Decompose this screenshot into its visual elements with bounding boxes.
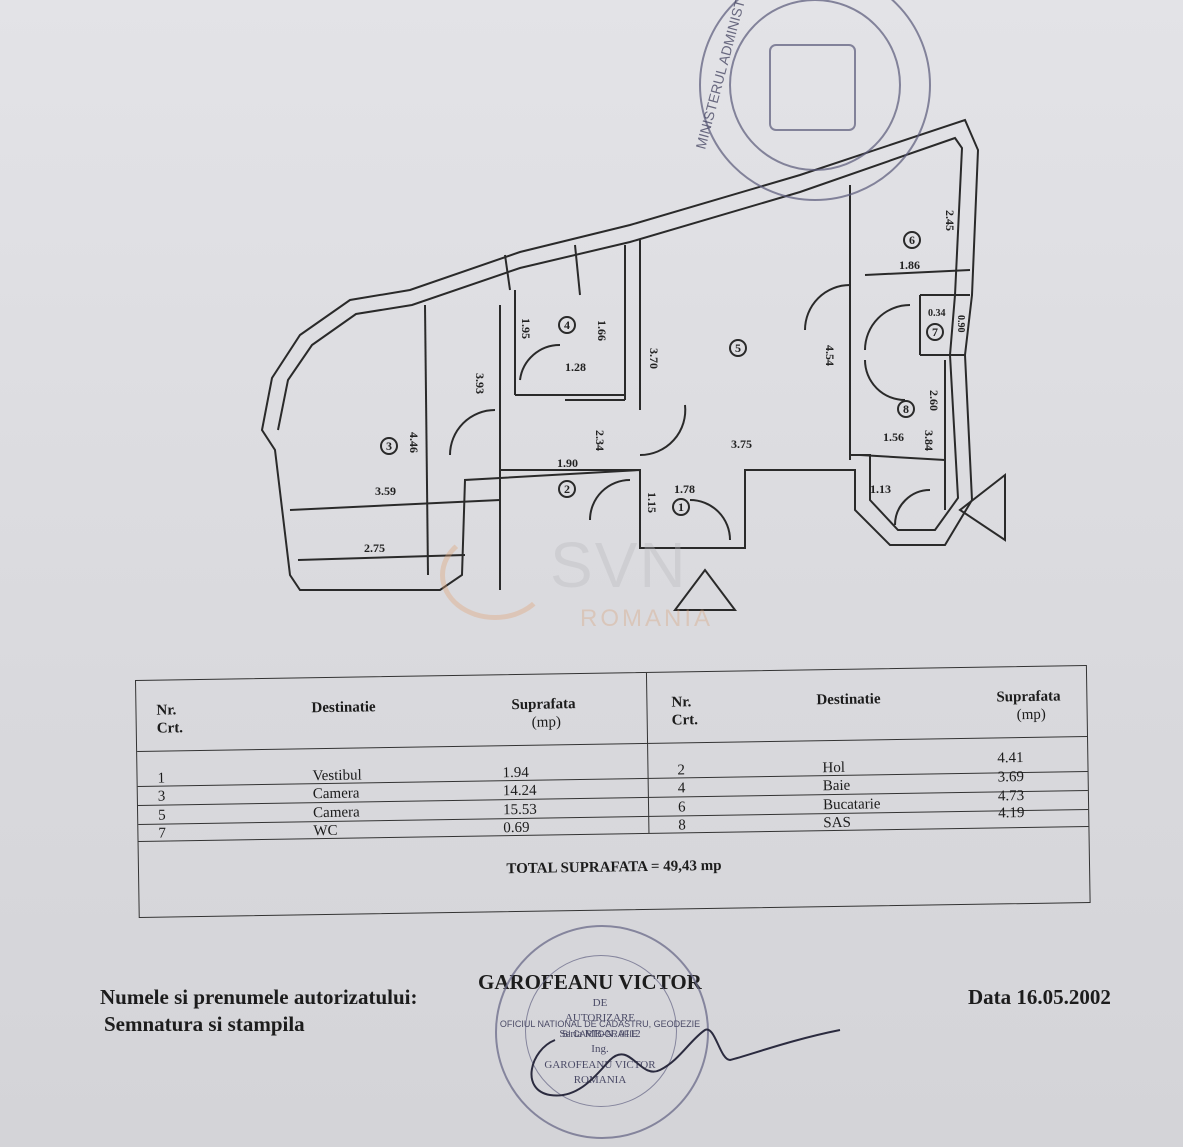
header-suprafata-right: Suprafata [996,688,1061,706]
room-number-7: 7 [932,325,938,339]
dim-3-75: 3.75 [731,437,752,451]
room-number-5: 5 [735,341,741,355]
dim-2-60: 2.60 [927,390,941,411]
floor-plan: 3 4 5 6 7 8 2 1 4.46 3.93 3.59 2.75 1.95… [260,0,1006,611]
dim-1-95: 1.95 [519,318,533,339]
signature-label: Semnatura si stampila [104,1012,305,1036]
room-number-2: 2 [564,482,570,496]
dim-1-56: 1.56 [883,430,904,444]
dim-2-34: 2.34 [593,430,607,451]
header-mp-right: (mp) [1016,706,1046,724]
dim-1-15: 1.15 [645,492,659,513]
dim-3-59: 3.59 [375,484,396,498]
header-crt-left: Crt. [156,720,184,737]
dim-1-66: 1.66 [595,320,609,341]
area-table: Nr. Crt. Destinatie Suprafata (mp) Nr. C… [135,665,1091,918]
table-header [136,666,1088,752]
room-number-6: 6 [909,233,915,247]
top-seal-text: MINISTERUL ADMINISTRATIEI PUBLICE [692,0,775,151]
document-date: Data 16.05.2002 [968,985,1111,1009]
dim-1-86: 1.86 [899,258,920,272]
header-destinatie-left: Destinatie [311,699,376,717]
bottom-seal-inner [525,955,677,1107]
header-mp-left: (mp) [531,714,562,731]
outer-wall [260,118,980,591]
header-destinatie-right: Destinatie [816,691,881,709]
signature-scribble [530,1028,841,1097]
dim-4-54: 4.54 [823,345,837,366]
header-nr-right: Nr. [671,694,692,711]
dim-1-13: 1.13 [870,482,891,496]
header-nr-left: Nr. [156,702,177,719]
dim-1-28: 1.28 [565,360,586,374]
top-seal [699,0,931,201]
bottom-seal-ring-text: OFICIUL NATIONAL DE CADASTRU, GEODEZIE S… [499,1019,701,1039]
room-number-8: 8 [903,402,909,416]
dim-3-93: 3.93 [473,373,487,394]
dim-2-75: 2.75 [364,541,385,555]
bottom-seal [495,925,709,1139]
dim-3-70: 3.70 [647,348,661,369]
dim-3-84: 3.84 [922,430,936,451]
authorized-name-label: Numele si prenumele autorizatului: [100,985,418,1009]
dim-0-90: 0.90 [955,315,966,333]
dim-0-34: 0.34 [928,308,946,319]
room-number-1: 1 [678,500,684,514]
dim-1-90: 1.90 [557,456,578,470]
room-number-4: 4 [564,318,570,332]
dim-1-78: 1.78 [674,482,695,496]
total-area: TOTAL SUPRAFATA = 49,43 mp [506,857,722,878]
header-suprafata-left: Suprafata [511,696,576,714]
dim-4-46: 4.46 [407,432,421,453]
inner-wall [277,136,964,531]
header-crt-right: Crt. [671,712,699,729]
dim-2-45: 2.45 [943,210,957,231]
room-number-3: 3 [386,439,392,453]
